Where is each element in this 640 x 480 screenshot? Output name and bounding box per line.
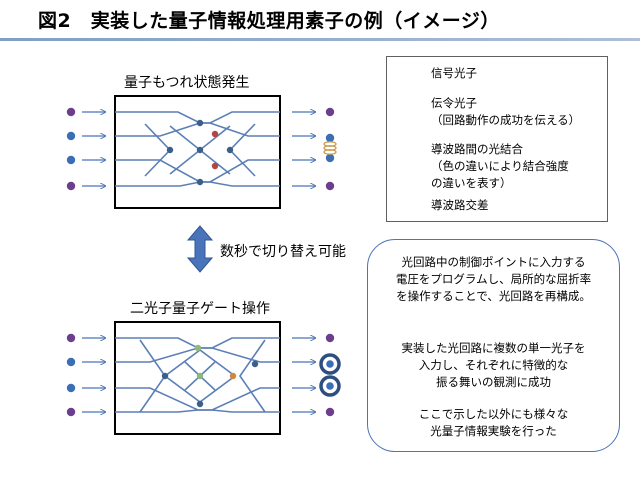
- coupler-dot: [226, 146, 234, 154]
- double-arrow-vertical-icon: [186, 225, 214, 273]
- info-paragraph-reconfigure: 光回路中の制御ポイントに入力する 電圧をプログラムし、局所的な屈折率 を操作する…: [395, 255, 592, 303]
- top-inputs: [66, 107, 105, 191]
- waveguide: [115, 181, 280, 187]
- herald-photon: [325, 333, 335, 343]
- legend-crossing-label: 導波路交差: [431, 198, 489, 212]
- herald-photon: [66, 407, 76, 417]
- coupler-dot: [196, 146, 204, 154]
- coupler-dot: [196, 400, 204, 408]
- top-circuit: [114, 95, 281, 209]
- signal-photon: [66, 155, 76, 165]
- coupler-dot: [166, 146, 174, 154]
- coupler-dot: [194, 344, 202, 352]
- waveguide: [239, 339, 266, 413]
- signal-photon: [66, 357, 76, 367]
- herald-photon: [325, 407, 335, 417]
- bottom-panel-label: 二光子量子ゲート操作: [130, 301, 270, 317]
- info-paragraph-other-experiments: ここで示した以外にも様々な 光量子情報実験を行った: [418, 407, 569, 438]
- page-title: 図2 実装した量子情報処理用素子の例（イメージ）: [38, 10, 500, 32]
- waveguide: [115, 409, 280, 413]
- legend-coupler-label: 導波路間の光結合 （色の違いにより結合強度 の違いを表す）: [431, 142, 569, 190]
- coupler-dot: [196, 372, 204, 380]
- switch-label: 数秒で切り替え可能: [220, 244, 346, 260]
- info-box: 光回路中の制御ポイントに入力する 電圧をプログラムし、局所的な屈折率 を操作する…: [367, 239, 620, 452]
- herald-photon: [66, 181, 76, 191]
- legend-signal-label: 信号光子: [431, 66, 477, 80]
- signal-photon: [325, 133, 335, 143]
- bottom-outputs: [292, 333, 341, 417]
- herald-photon: [66, 107, 76, 117]
- coupler-dot: [196, 119, 204, 127]
- bottom-circuit: [114, 321, 281, 435]
- two-photon-state-icon: [319, 353, 341, 397]
- coupler-dot: [211, 162, 219, 170]
- coupler-dot: [196, 178, 204, 186]
- coupler-dot: [211, 130, 219, 138]
- herald-photon: [325, 181, 335, 191]
- signal-photon: [325, 153, 335, 163]
- info-paragraph-observation: 実装した光回路に複数の単一光子を 入力し、それぞれに特徴的な 振る舞いの観測に成…: [401, 341, 586, 389]
- bottom-inputs: [66, 333, 105, 417]
- herald-photon: [325, 107, 335, 117]
- waveguide: [115, 122, 280, 137]
- coupler-dot: [229, 372, 237, 380]
- top-outputs: [292, 107, 337, 191]
- title-underline: [0, 38, 640, 41]
- top-panel-label: 量子もつれ状態発生: [124, 75, 250, 91]
- waveguide: [115, 347, 280, 363]
- entanglement-coil-icon: [323, 141, 337, 155]
- legend-herald-label: 伝令光子 （回路動作の成功を伝える）: [431, 96, 581, 127]
- coupler-dot: [161, 372, 169, 380]
- herald-photon: [66, 333, 76, 343]
- legend: 信号光子 伝令光子 （回路動作の成功を伝える） 導波路間の光結合 （色の違いによ…: [386, 56, 608, 222]
- coupler-dot: [251, 360, 259, 368]
- signal-photon: [66, 131, 76, 141]
- signal-photon: [66, 383, 76, 393]
